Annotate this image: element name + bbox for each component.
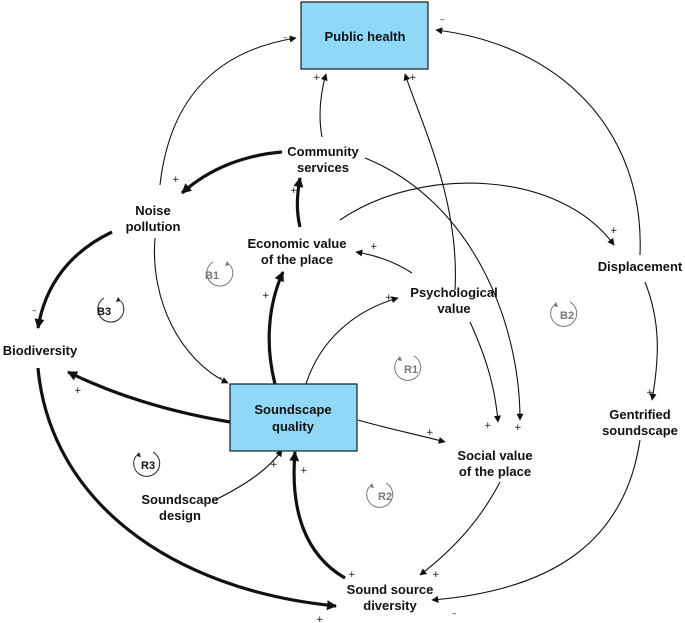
node-displacement: Displacement [598,259,683,274]
node-public-health: Public health [325,29,406,44]
edge-community-to-public-health [319,73,328,138]
node-social-value-line1: Social value [457,448,532,463]
edge-community-to-social [364,157,524,421]
sign-soundscape-economic: + [262,291,270,301]
node-soundscape-design-line1: Soundscape [141,492,218,507]
node-soundscape-quality-line2: quality [272,419,315,434]
svg-text:B3: B3 [97,306,111,318]
svg-text:R3: R3 [141,460,155,472]
public-health-box [300,1,429,70]
sign-soundscape-psych: + [385,293,393,303]
sign-community-noise: + [172,175,180,185]
edge-psych-to-economic [355,249,413,274]
edge-noise-to-biodiversity [34,230,113,329]
svg-text:R1: R1 [404,364,418,376]
edge-sound-source-to-soundscape [289,451,346,580]
sign-sound-source-low: + [348,570,356,580]
sign-noise-public-health: – [283,33,288,43]
node-gentrified-soundscape-line2: soundscape [602,423,678,438]
sign-economic-community: + [290,186,298,196]
sign-psych-public-health: + [409,73,417,83]
sign-noise-biodiversity: – [32,306,37,316]
sign-soundscape-social: + [426,428,434,438]
sign-biodiversity-sound-source: + [316,615,324,623]
edge-soundscape-to-social [357,419,446,444]
edge-social-to-sound-source [419,481,501,576]
edge-community-to-noise [180,150,283,195]
svg-text:R2: R2 [378,491,392,503]
edge-biodiversity-to-sound-source [36,367,337,611]
node-labels: Public health Community services Noise p… [3,29,683,613]
node-psychological-value-line2: value [437,301,470,316]
sign-social-sound-source: + [432,570,440,580]
sign-displacement-public-health: – [440,15,445,25]
sign-gentrified-sound-source: – [452,609,457,619]
loop-markers: B1 B3 B2 R1 R2 R3 [97,261,578,508]
node-biodiversity: Biodiversity [3,343,78,358]
node-noise-pollution-line2: pollution [126,219,181,234]
node-noise-pollution-line1: Noise [135,203,170,218]
edge-gentrified-to-sound-source [431,439,641,603]
node-psychological-value-line1: Psychological [410,285,497,300]
loop-r1: R1 [394,355,422,381]
edge-displacement-to-public-health [435,27,641,256]
edge-psych-to-social [469,321,501,423]
edge-displacement-to-gentrified [644,281,658,401]
sign-psych-social: + [484,421,492,431]
svg-text:B1: B1 [205,270,219,282]
soundscape-quality-box [229,383,358,452]
node-community-services-line2: services [297,160,349,175]
sign-noise-soundscape: – [218,373,223,383]
node-community-services-line1: Community [287,144,359,159]
sign-psych-economic: + [370,242,378,252]
edge-noise-to-public-health [159,35,297,186]
node-economic-value-line1: Economic value [248,236,347,251]
edge-soundscape-to-economic [267,271,285,385]
sign-sound-source-soundscape: + [300,466,308,476]
node-soundscape-design-line2: design [159,508,201,523]
edge-noise-to-soundscape [153,237,229,384]
sign-community-public-health: + [313,73,321,83]
sign-displacement-gentrified: + [646,388,654,398]
loop-b1: B1 [205,261,234,287]
node-economic-value-line2: of the place [261,252,333,267]
sign-economic-displacement: + [610,226,618,236]
node-sound-source-diversity-line2: diversity [363,598,417,613]
loop-b3: B3 [97,297,125,323]
sign-design-soundscape: + [270,460,278,470]
edge-soundscape-to-psych [305,296,399,385]
edge-psych-to-public-health [403,73,456,291]
loop-b2: B2 [550,301,578,327]
node-social-value-line2: of the place [459,464,531,479]
node-sound-source-diversity-line1: Sound source [347,582,434,597]
node-soundscape-quality-line1: Soundscape [254,402,331,417]
edge-design-to-soundscape [214,449,283,501]
polarity-signs: – + + – + + + + + + – + – + + + + + + + … [32,15,654,623]
node-gentrified-soundscape-line1: Gentrified [609,407,670,422]
svg-text:B2: B2 [560,310,574,322]
edge-soundscape-to-biodiversity [67,370,231,424]
loop-r3: R3 [133,451,161,477]
edge-economic-to-community [293,177,304,228]
sign-community-social: + [514,423,522,433]
sign-soundscape-biodiversity: + [74,386,82,396]
edge-economic-to-displacement [339,182,615,246]
loop-r2: R2 [366,482,394,508]
edges [34,27,658,611]
